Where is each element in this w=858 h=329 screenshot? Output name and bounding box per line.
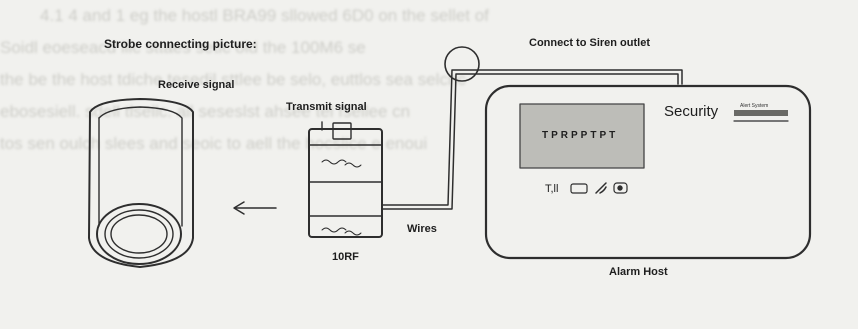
host-brand-tag: Alert System: [740, 103, 769, 109]
bleed-line: Soidl eoeseacd llic sttaes setic oid the…: [0, 38, 366, 57]
bleed-line: ebosesiell. sdell tlsellc. all seseslst …: [0, 102, 411, 121]
signal-arrow: [233, 201, 277, 215]
bleed-through-text: 4.1 4 and 1 eg the hostl BRA99 sllowed 6…: [0, 0, 858, 160]
transmitter-device: [308, 121, 383, 238]
alarm-host-label: Alarm Host: [609, 266, 668, 278]
transmitter-name-label: 10RF: [332, 251, 359, 263]
bleed-line: tos sen oulch slees and seoic to aell th…: [0, 134, 428, 153]
bleed-line: the be the host tdiche tesedil sttlee be…: [0, 70, 466, 89]
connect-siren-label: Connect to Siren outlet: [529, 37, 650, 49]
strobe-device: [88, 98, 194, 268]
wires-label: Wires: [407, 223, 437, 235]
wires: [381, 46, 683, 210]
diagram-title: Strobe connecting picture:: [104, 37, 257, 51]
host-keypad-text: T,ll: [545, 183, 559, 195]
receive-signal-label: Receive signal: [158, 79, 235, 91]
host-display-text: TPRPPTPT: [542, 130, 619, 141]
alarm-host-device: [484, 84, 812, 260]
host-brand: Security: [664, 103, 719, 120]
bleed-line: 4.1 4 and 1 eg the hostl BRA99 sllowed 6…: [40, 6, 489, 25]
transmit-signal-label: Transmit signal: [286, 101, 367, 113]
